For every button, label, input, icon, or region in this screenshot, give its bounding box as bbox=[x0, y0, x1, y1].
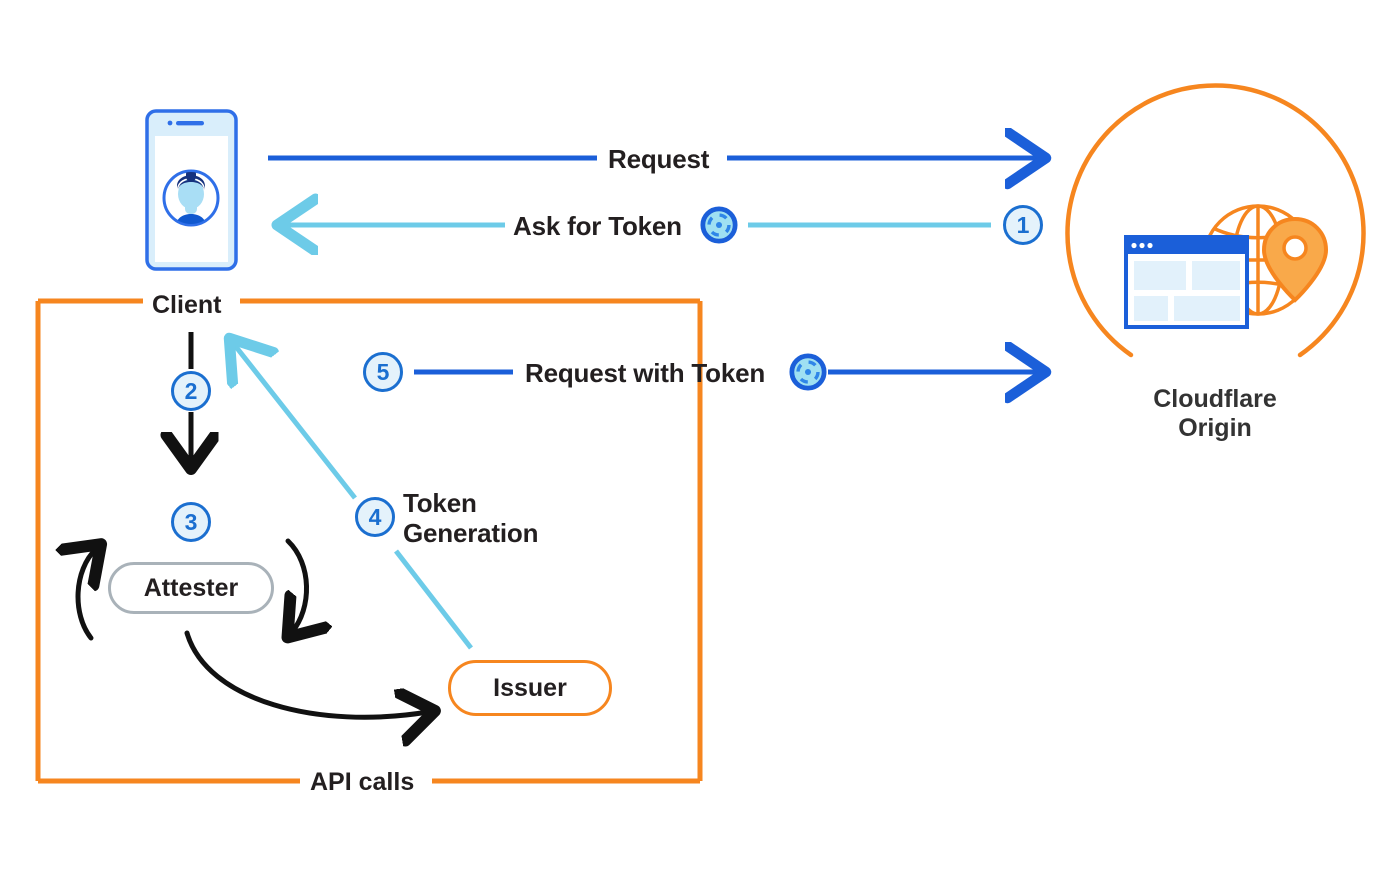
step-badge-3: 3 bbox=[171, 502, 211, 542]
flow-label-ask-for-token: Ask for Token bbox=[513, 211, 682, 241]
step-badge-5: 5 bbox=[363, 352, 403, 392]
flow-label-token-generation-line2: Generation bbox=[403, 517, 539, 548]
step-badge-2: 2 bbox=[171, 371, 211, 411]
private-access-token-icon bbox=[789, 353, 827, 391]
flow-token-generation-arrow bbox=[233, 343, 473, 650]
group-box-label-client: Client bbox=[152, 291, 222, 319]
browser-window-icon bbox=[1124, 235, 1249, 329]
api-calls-group-box bbox=[35, 298, 703, 784]
flow-label-request-with-token: Request with Token bbox=[525, 358, 766, 388]
flow-label-request: Request bbox=[608, 144, 710, 174]
node-origin-label-line1: Cloudflare bbox=[1153, 385, 1277, 413]
cloudflare-origin-icon bbox=[1065, 83, 1366, 358]
step-badge-1: 1 bbox=[1003, 205, 1043, 245]
flow-attester-loop-arrows bbox=[78, 541, 428, 717]
node-origin-label: Cloudflare Origin bbox=[1115, 385, 1315, 443]
group-box-label-api-calls: API calls bbox=[310, 768, 415, 796]
step-badge-4: 4 bbox=[355, 497, 395, 537]
node-origin-label-line2: Origin bbox=[1178, 413, 1252, 442]
smartphone-user-icon bbox=[145, 109, 238, 271]
map-pin-icon bbox=[1261, 216, 1329, 303]
private-access-token-icon bbox=[700, 206, 738, 244]
flow-label-token-generation-line1: Token bbox=[403, 488, 477, 518]
node-issuer-label: Issuer bbox=[493, 673, 567, 702]
node-attester-label: Attester bbox=[143, 573, 239, 602]
node-issuer[interactable]: Issuer bbox=[448, 660, 612, 716]
flow-label-token-generation: Token Generation bbox=[403, 488, 539, 549]
node-attester[interactable]: Attester bbox=[108, 562, 274, 614]
